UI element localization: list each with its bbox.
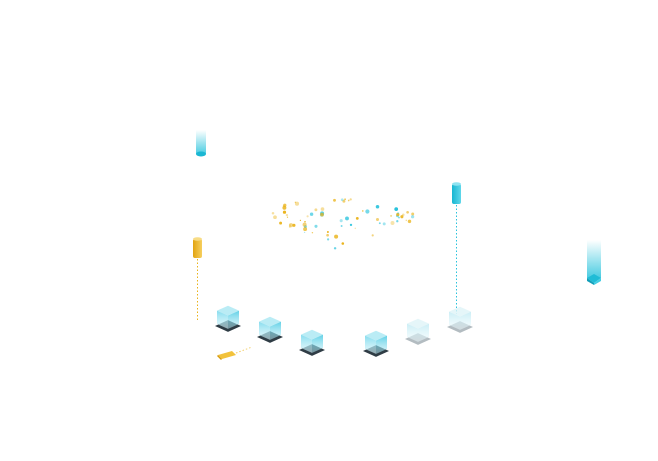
particle: [345, 216, 349, 221]
particle: [314, 224, 318, 228]
particle: [402, 213, 405, 216]
particle: [320, 207, 325, 211]
particle: [299, 219, 302, 222]
cube-row: [215, 305, 473, 357]
cube-icon: [257, 316, 283, 343]
particle: [349, 198, 352, 201]
cube-icon: [299, 329, 325, 356]
particle: [396, 220, 399, 223]
particle: [286, 216, 289, 218]
particle: [394, 207, 399, 211]
particle: [302, 222, 307, 227]
particle: [333, 247, 337, 250]
particle: [341, 242, 345, 245]
particle: [273, 215, 277, 220]
particle: [390, 214, 393, 217]
particle: [339, 219, 343, 223]
particle: [371, 234, 374, 237]
particle: [311, 231, 314, 234]
cube-icon: [363, 330, 389, 357]
particle: [407, 219, 412, 224]
pillar-icon: [217, 346, 253, 360]
particle: [354, 227, 357, 230]
particle: [271, 212, 275, 215]
beacon-icon: [587, 240, 601, 285]
particle: [375, 217, 380, 222]
particle: [326, 231, 329, 233]
particle: [347, 199, 350, 202]
particle: [355, 216, 359, 220]
particle: [342, 199, 346, 203]
particle: [309, 212, 314, 216]
particle: [365, 209, 370, 214]
particle: [397, 212, 400, 214]
particle: [349, 223, 353, 227]
particle: [410, 215, 415, 219]
particle: [326, 238, 330, 241]
particle: [294, 201, 297, 204]
particle: [326, 233, 329, 237]
particle: [362, 210, 364, 212]
particle: [400, 215, 404, 219]
cube-icon: [405, 318, 431, 345]
particle: [411, 212, 415, 216]
particle: [344, 198, 346, 201]
particle: [320, 212, 324, 217]
particle: [282, 205, 287, 210]
particle: [396, 212, 400, 217]
particle: [340, 198, 344, 202]
particle-cloud: [271, 198, 415, 250]
particle: [340, 225, 343, 227]
particle: [303, 227, 308, 232]
particle: [333, 198, 336, 202]
beacon-icon: [196, 130, 206, 157]
particle: [292, 223, 296, 227]
particle: [314, 208, 318, 212]
particle: [378, 222, 381, 225]
particle: [285, 213, 289, 217]
particle: [334, 234, 339, 239]
particle: [405, 219, 408, 222]
cube-icon: [447, 306, 473, 333]
particle: [282, 210, 287, 214]
particle: [375, 204, 380, 209]
particle: [398, 216, 400, 219]
particle: [382, 222, 386, 226]
cube-icon: [215, 305, 241, 332]
particle: [304, 220, 306, 223]
particle: [406, 210, 409, 214]
pillar-icon: [193, 237, 202, 322]
particle: [288, 223, 294, 228]
particle: [390, 221, 395, 225]
pillar-icon: [452, 182, 461, 314]
particle: [279, 221, 283, 225]
particle: [306, 215, 309, 218]
particle: [303, 231, 306, 234]
